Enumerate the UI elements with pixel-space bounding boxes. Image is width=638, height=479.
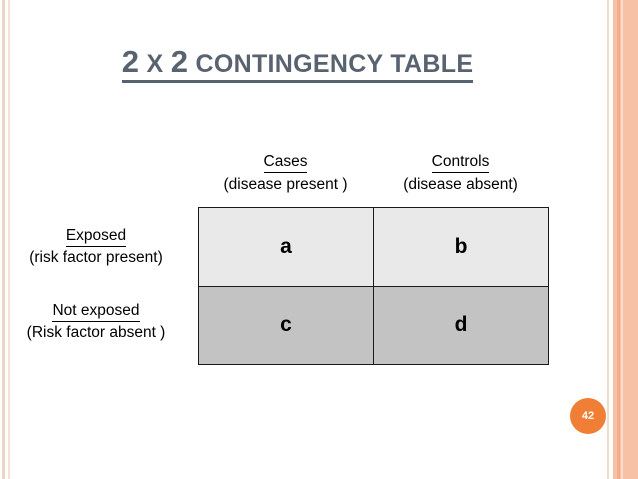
- table-cell-c: c: [199, 286, 374, 364]
- page-title-container: 2 X 2 CONTINGENCY TABLE: [0, 44, 595, 83]
- row-header-exposed-sublabel: (risk factor present): [29, 249, 163, 267]
- row-header-not-exposed-sublabel: (Risk factor absent ): [26, 324, 166, 342]
- column-header-cases-sublabel: (disease present ): [223, 176, 348, 194]
- column-header-cases-label: Cases: [263, 152, 308, 174]
- contingency-table: a b c d: [198, 207, 549, 365]
- table-cell-d: d: [374, 286, 548, 364]
- page-title: 2 X 2 CONTINGENCY TABLE: [121, 44, 474, 83]
- page-number-badge: 42: [570, 398, 606, 434]
- table-cell-a: a: [199, 208, 374, 286]
- row-header-exposed-label: Exposed: [65, 226, 127, 248]
- title-number-second: 2: [170, 44, 189, 79]
- column-header-cases: Cases (disease present ): [198, 152, 373, 195]
- table-row-headers: Exposed (risk factor present) Not expose…: [0, 207, 192, 365]
- title-number-first: 2: [121, 44, 140, 79]
- decorative-stripe-right-pale: [621, 0, 623, 479]
- title-x-separator: X: [139, 50, 171, 78]
- table-column-headers: Cases (disease present ) Controls (disea…: [198, 152, 549, 195]
- row-header-not-exposed: Not exposed (Risk factor absent ): [0, 301, 192, 344]
- decorative-stripe-right-thin: [607, 0, 609, 479]
- column-header-controls: Controls (disease absent): [373, 152, 548, 195]
- decorative-stripe-left-inner: [8, 0, 10, 479]
- table-row: a b: [199, 208, 548, 287]
- decorative-stripe-left-outer: [2, 0, 5, 479]
- title-text: CONTINGENCY TABLE: [188, 50, 474, 78]
- row-header-exposed: Exposed (risk factor present): [0, 226, 192, 269]
- row-header-not-exposed-label: Not exposed: [52, 301, 140, 323]
- table-cell-b: b: [374, 208, 548, 286]
- decorative-stripe-right-line: [617, 0, 620, 479]
- table-row: c d: [199, 286, 548, 364]
- column-header-controls-sublabel: (disease absent): [403, 176, 518, 194]
- column-header-controls-label: Controls: [431, 152, 490, 174]
